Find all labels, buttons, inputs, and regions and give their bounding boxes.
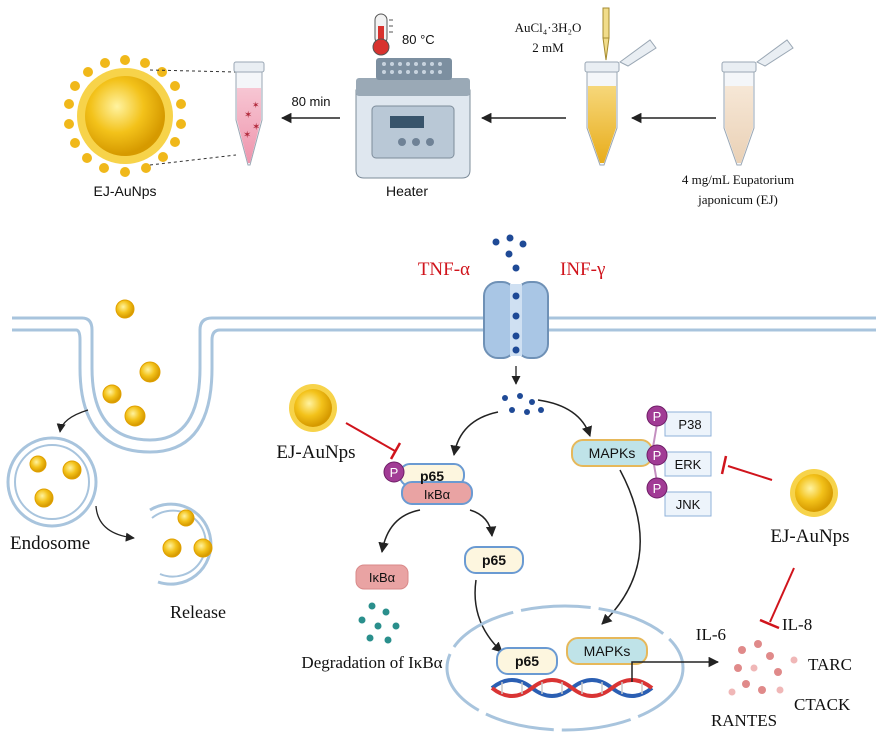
- p65-label-3: p65: [515, 653, 539, 669]
- product-label: EJ-AuNps: [93, 183, 156, 199]
- release-label: Release: [170, 602, 226, 622]
- svg-text:✶: ✶: [244, 110, 252, 121]
- arrow-mapks-nucleus: [601, 469, 641, 625]
- degradation-dots: [358, 602, 400, 644]
- arrow-to-p65: [469, 509, 497, 538]
- heater-icon: [355, 58, 471, 179]
- temperature-label: 80 °C: [402, 32, 435, 47]
- product-tube-icon: ✶ ✶ ✶ ✶: [233, 61, 265, 166]
- p-label-2: P: [653, 409, 662, 424]
- inhibitor-right-label: EJ-AuNps: [770, 526, 849, 547]
- mapks-label-1: MAPKs: [589, 445, 636, 461]
- jnk-label: JNK: [676, 497, 701, 512]
- endosome-vesicle: [6, 436, 98, 528]
- p65-label-1: p65: [420, 468, 444, 484]
- extract-tube-icon: [721, 39, 794, 166]
- svg-text:✶: ✶: [252, 100, 260, 110]
- inhibit-line-cytokines: [759, 567, 795, 630]
- inf-gamma-label: INF-γ: [560, 259, 605, 280]
- inhibitor-left-label: EJ-AuNps: [276, 442, 355, 463]
- ctack-label: CTACK: [794, 695, 851, 714]
- p-label-3: P: [653, 448, 662, 463]
- degradation-label: Degradation of IκBα: [301, 653, 442, 672]
- ligand-dots: [492, 234, 527, 272]
- p38-label: P38: [678, 417, 701, 432]
- p-label-4: P: [653, 481, 662, 496]
- arrow-to-cytokines: [631, 656, 720, 682]
- mapks-nuclear: [566, 637, 648, 665]
- ej-aunp-left-icon: [289, 384, 337, 432]
- jnk-box: [664, 491, 712, 517]
- mapks-label-2: MAPKs: [584, 643, 631, 659]
- intracellular-dots: [502, 393, 544, 415]
- arrow-to-ikba: [378, 509, 421, 554]
- erk-box: [664, 451, 712, 477]
- zoom-line-top: [149, 69, 237, 73]
- pipette-icon: [602, 7, 610, 61]
- inhibit-line-erk: [720, 455, 773, 481]
- arrow-to-complex: [450, 411, 499, 457]
- p65-nuclear: [496, 647, 558, 675]
- tarc-label: TARC: [808, 655, 852, 674]
- reaction-tube-icon: [584, 39, 657, 166]
- ikba-label-1: IκBα: [424, 487, 451, 502]
- phospho-p38-icon: [646, 405, 668, 427]
- p-label-1: P: [390, 465, 399, 480]
- svg-text:✶: ✶: [243, 130, 251, 141]
- np-dot: [102, 299, 161, 427]
- receptor-channel-icon: [483, 281, 549, 359]
- reagent-line2: 2 mM: [532, 40, 564, 55]
- inhibit-line-left: [345, 422, 402, 460]
- tnf-alpha-label: TNF-α: [418, 259, 470, 280]
- time-label: 80 min: [291, 94, 330, 109]
- ej-aunp-large-icon: [64, 55, 186, 177]
- heater-label: Heater: [386, 183, 428, 199]
- synthesis-section: EJ-AuNps ✶ ✶ ✶ ✶ 80 min: [64, 7, 794, 207]
- erk-label: ERK: [675, 457, 702, 472]
- arrow-p65-nucleus: [474, 579, 503, 653]
- thermometer-icon: [372, 13, 393, 56]
- ikba-free: [355, 564, 409, 590]
- p65-free: [464, 546, 524, 574]
- il8-label: IL-8: [782, 615, 812, 634]
- cell-membrane: [12, 316, 876, 454]
- extract-line2: japonicum (EJ): [697, 192, 778, 207]
- rantes-label: RANTES: [711, 711, 777, 730]
- ej-aunp-right-icon: [790, 469, 838, 517]
- zoom-line-bottom: [149, 154, 237, 166]
- endosome-label: Endosome: [10, 533, 90, 554]
- p65-label-2: p65: [482, 552, 506, 568]
- arrow-to-mapks: [537, 399, 592, 437]
- extract-line1: 4 mg/mL Eupatorium: [682, 172, 794, 187]
- nucleus: [445, 604, 685, 732]
- p38-box: [664, 411, 712, 437]
- phospho-erk-icon: [646, 444, 668, 466]
- cytokine-dots: [728, 640, 798, 696]
- phospho-jnk-icon: [646, 477, 668, 499]
- release-vesicle: [149, 502, 213, 586]
- il6-label: IL-6: [696, 625, 726, 644]
- p65-ikba-complex: [383, 461, 473, 505]
- svg-text:✶: ✶: [252, 122, 260, 133]
- ikba-label-2: IκBα: [369, 570, 396, 585]
- reagent-line1: AuCl₄·3H₂O: [515, 20, 582, 35]
- endocytosis-section: [6, 299, 213, 586]
